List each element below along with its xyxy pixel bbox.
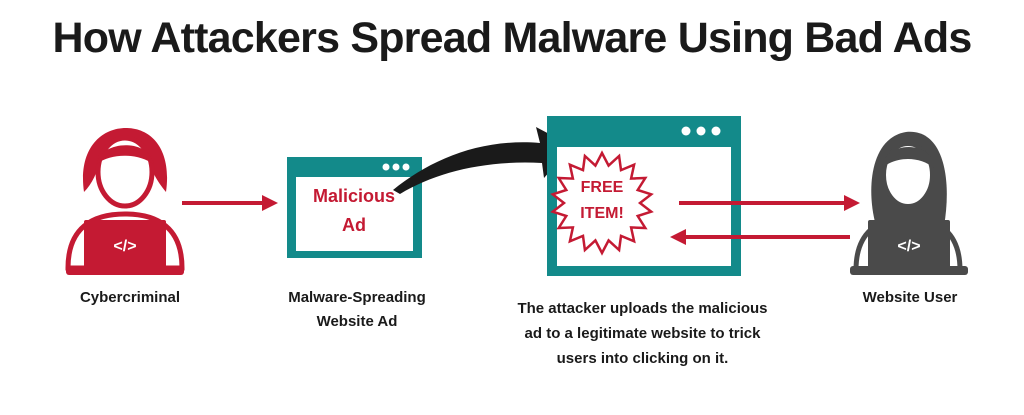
page-title: How Attackers Spread Malware Using Bad A… [52,14,972,62]
website-window-ellipsis-icon [681,126,721,136]
user-laptop-glyph: </> [897,238,920,255]
cybercriminal-icon: </> [65,128,185,275]
burst-text-line1: FREE [581,179,624,196]
starburst-icon [550,150,654,256]
cybercriminal-laptop-glyph: </> [113,238,136,255]
ad-caption: Malware-Spreading Website Ad [288,289,426,330]
ad-text-line2: Ad [342,215,366,235]
website-user-icon: </> [850,131,968,275]
curved-arrow-icon [393,127,572,194]
arrow-to-ad-icon [182,195,278,211]
cybercriminal-label: Cybercriminal [79,289,181,306]
website-description: The attacker uploads the malicious ad to… [517,300,768,367]
ad-text-line1: Malicious [313,186,395,206]
burst-text-line2: ITEM! [580,205,624,222]
arrow-to-user-icon [679,195,860,211]
ad-window: Malicious Ad [287,157,422,258]
ad-window-ellipsis-icon [382,163,410,171]
arrow-to-website-icon [670,229,850,245]
website-user-label: Website User [862,289,958,306]
